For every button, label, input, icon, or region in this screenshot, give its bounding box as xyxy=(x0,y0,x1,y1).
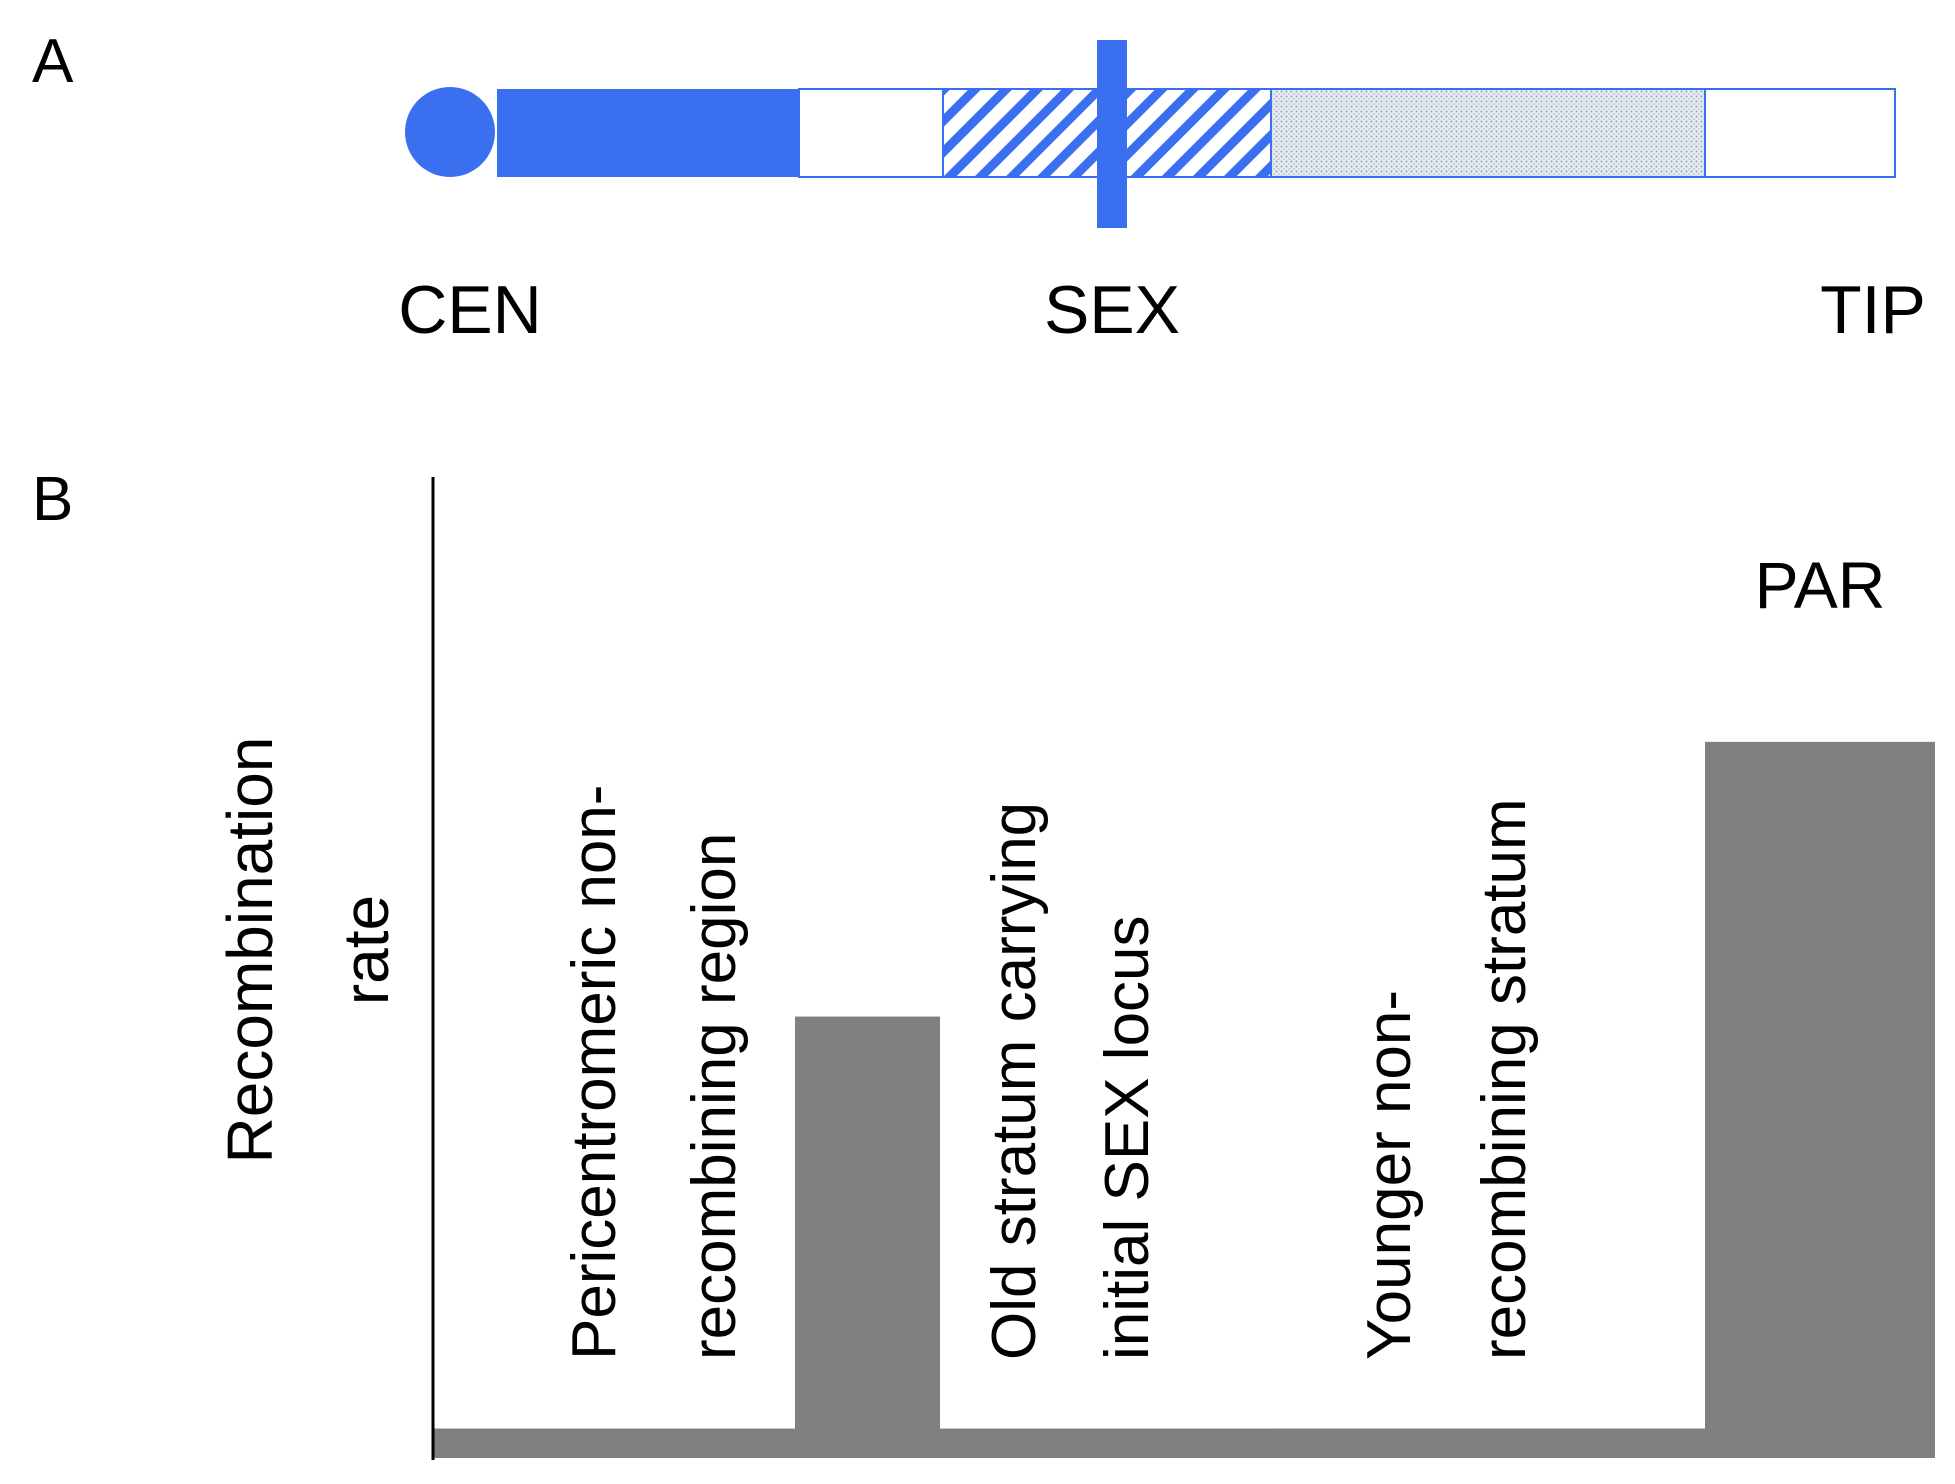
segment-par xyxy=(1704,88,1896,178)
bar-4 xyxy=(1705,741,1935,1458)
tip-label: TIP xyxy=(1820,272,1926,348)
region-label-younger-2: recombining stratum xyxy=(1470,798,1539,1360)
bar-1 xyxy=(795,1016,940,1458)
region-label-pericentromeric-1: Pericentromeric non- xyxy=(560,785,629,1360)
panel-b-label: B xyxy=(32,465,73,534)
segment-pericentromeric xyxy=(497,89,799,177)
bar-0 xyxy=(433,1428,795,1458)
centromere-circle xyxy=(405,87,495,177)
chromosome xyxy=(405,40,1896,228)
bar-younger-stratum xyxy=(1271,1428,1705,1458)
bar-group xyxy=(433,741,1935,1458)
segment-younger-stratum xyxy=(1270,88,1706,178)
region-label-par: PAR xyxy=(1755,548,1886,622)
region-label-old-stratum-1: Old stratum carrying xyxy=(980,802,1049,1360)
cen-label: CEN xyxy=(398,272,542,348)
y-axis-label-line1: Recombination xyxy=(214,737,286,1164)
region-label-younger-1: Younger non- xyxy=(1355,990,1424,1360)
y-axis-label-line2: rate xyxy=(330,895,402,1005)
sex-locus-marker xyxy=(1097,40,1127,228)
sex-label: SEX xyxy=(1044,272,1180,348)
panel-a-label: A xyxy=(32,27,74,96)
region-label-pericentromeric-2: recombining region xyxy=(680,833,749,1360)
region-label-old-stratum-2: initial SEX locus xyxy=(1093,915,1162,1360)
segment-non-recombining-white xyxy=(798,88,944,178)
